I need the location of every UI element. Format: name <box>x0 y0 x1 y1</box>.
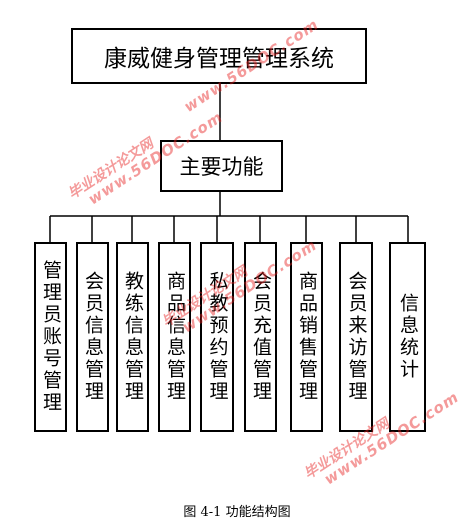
leaf-node-coach-info: 教练信息管理 <box>116 242 149 432</box>
leaf-label: 商品销售管理 <box>296 271 318 403</box>
leaf-label: 会员来访管理 <box>345 271 368 403</box>
leaf-label: 会员充值管理 <box>250 271 272 403</box>
leaf-node-statistics: 信息统计 <box>389 242 426 432</box>
leaf-node-product-sales: 商品销售管理 <box>290 242 323 432</box>
leaf-label: 商品信息管理 <box>164 271 186 403</box>
main-functions-label: 主要功能 <box>179 155 264 179</box>
leaf-node-member-recharge: 会员充值管理 <box>244 242 277 432</box>
main-functions-node: 主要功能 <box>160 140 283 192</box>
leaf-node-admin-account: 管理员账号管理 <box>34 242 67 432</box>
leaf-label: 教练信息管理 <box>122 271 144 403</box>
root-node-label: 康威健身管理管理系统 <box>104 46 334 72</box>
leaf-label: 会员信息管理 <box>82 271 104 403</box>
leaf-label: 管理员账号管理 <box>40 260 62 414</box>
leaf-node-member-visits: 会员来访管理 <box>339 242 373 432</box>
figure-caption: 图 4-1 功能结构图 <box>183 505 291 520</box>
leaf-node-product-info: 商品信息管理 <box>158 242 191 432</box>
leaf-label: 信息统计 <box>397 293 419 381</box>
leaf-label: 私教预约管理 <box>206 271 229 403</box>
leaf-node-private-coach-booking: 私教预约管理 <box>200 242 234 432</box>
leaf-node-member-info: 会员信息管理 <box>76 242 109 432</box>
root-node: 康威健身管理管理系统 <box>71 28 367 84</box>
